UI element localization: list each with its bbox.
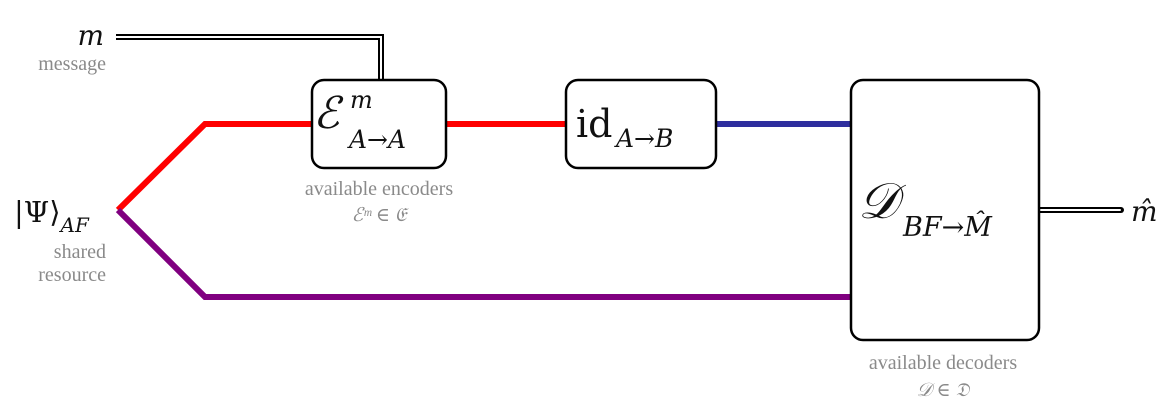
channel-symbol: id <box>576 102 612 146</box>
channel-subscript: A→B <box>614 124 673 153</box>
encoder-box <box>310 78 448 170</box>
encoder-subscript: A→A <box>347 125 406 154</box>
resource-caption-line2: resource <box>38 264 106 286</box>
classical-message-wire <box>116 34 384 80</box>
channel-box <box>564 78 718 170</box>
resource-ket: |Ψ⟩ <box>14 195 61 229</box>
decoder-set-expr: 𝒟 ∈ 𝔇 <box>917 380 972 401</box>
encoder-symbol: ℰ <box>313 88 344 139</box>
resource-caption-line1: shared <box>54 241 106 263</box>
message-symbol: m <box>77 19 104 52</box>
decoder-box <box>849 78 1041 342</box>
output-symbol: m̂ <box>1131 195 1158 228</box>
resource-subscript: AF <box>59 213 90 237</box>
encoder-caption: available encoders <box>305 178 453 200</box>
encoder-superscript: m <box>350 86 373 114</box>
decoder-caption: available decoders <box>869 352 1017 374</box>
message-caption: message <box>38 53 106 75</box>
encoder-set-expr: ℰᵐ ∈ 𝔈 <box>352 205 410 226</box>
decoder-subscript: BF→M̂ <box>902 210 993 243</box>
resource-state: |Ψ⟩AF <box>14 195 90 237</box>
red-wire-to-encoder <box>115 121 312 213</box>
purple-wire-to-decoder <box>115 207 851 300</box>
